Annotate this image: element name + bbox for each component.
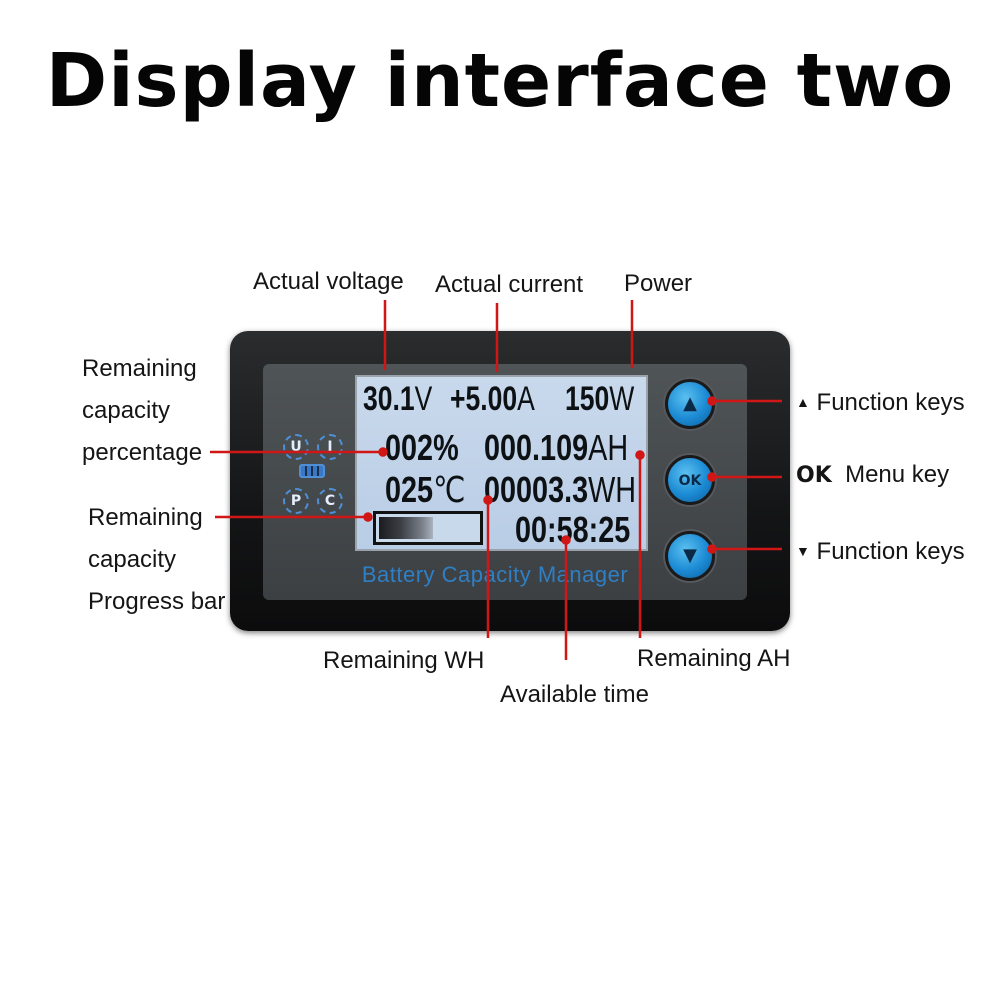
label-function-keys-down: ▼ Function keys (796, 538, 965, 565)
leader-ok-key-dot (707, 472, 717, 482)
lcd-progress-fill (379, 517, 433, 539)
label-actual-current: Actual current (435, 271, 584, 298)
brand-label: Battery Capacity Manager (361, 562, 629, 587)
lcd-wh: 00003.3WH (484, 469, 637, 510)
label-remaining-ah: Remaining AH (637, 645, 791, 672)
label-actual-voltage: Actual voltage (253, 268, 404, 295)
leader-ah-dot (635, 450, 645, 460)
leader-time-dot (561, 535, 571, 545)
label-available-time: Available time (500, 681, 649, 708)
label-function-keys-up: ▲ Function keys (796, 389, 965, 416)
leader-down-key-dot (707, 544, 717, 554)
label-remaining-capacity-percentage-line1: Remaining (82, 355, 197, 382)
lcd-current: +5.00A (450, 380, 535, 418)
leader-up-key-dot (707, 396, 717, 406)
down-triangle-icon: ▼ (796, 543, 810, 559)
lcd-power: 150W (565, 380, 635, 418)
label-remaining-capacity-percentage-line2: capacity (82, 397, 171, 424)
label-remaining-capacity-progress-line3: Progress bar (88, 588, 226, 615)
mode-icon-i: I (317, 434, 343, 460)
battery-icon (299, 464, 325, 478)
page-title: Display interface two (45, 38, 955, 124)
lcd-progress-bar (373, 511, 483, 545)
lcd-time: 00:58:25 (515, 509, 631, 550)
lcd-temperature: 025℃ (385, 469, 466, 510)
up-arrow-icon: ▲ (683, 393, 697, 414)
lcd-ah: 000.109AH (484, 427, 629, 468)
leader-wh-dot (483, 495, 493, 505)
down-arrow-icon: ▼ (683, 545, 697, 566)
ok-key-label: OK (678, 473, 702, 489)
label-remaining-wh: Remaining WH (323, 647, 485, 674)
lcd-voltage: 30.1V (363, 380, 433, 418)
mode-icon-u: U (283, 434, 309, 460)
leader-progress-dot (363, 512, 373, 522)
mode-icon-c: C (317, 488, 343, 514)
lcd-percentage: 002% (385, 427, 459, 468)
label-power: Power (624, 270, 693, 297)
label-remaining-capacity-progress-line2: capacity (88, 546, 177, 573)
up-triangle-icon: ▲ (796, 394, 810, 410)
leader-percentage-dot (378, 447, 388, 457)
down-function-key[interactable]: ▼ (665, 531, 715, 581)
mode-icon-p: P (283, 488, 309, 514)
label-menu-key: OK Menu key (796, 461, 950, 488)
label-remaining-capacity-percentage-line3: percentage (82, 439, 203, 466)
label-remaining-capacity-progress-line1: Remaining (88, 504, 203, 531)
